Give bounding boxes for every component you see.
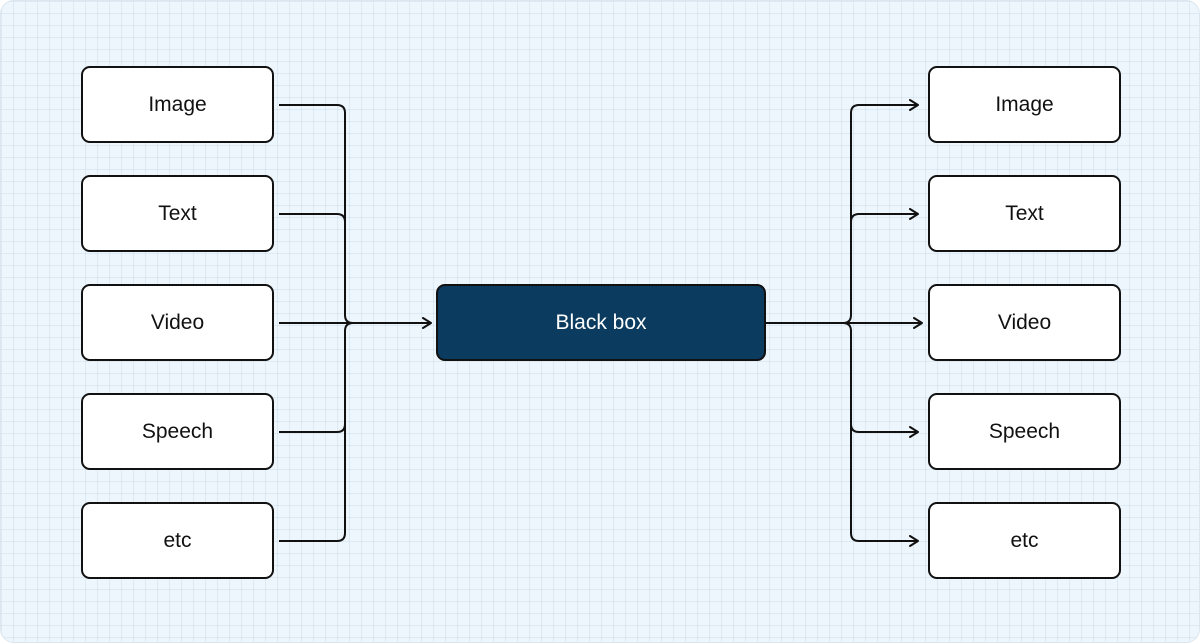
connector-output-etc bbox=[842, 322, 919, 547]
output-node-label: Video bbox=[997, 310, 1052, 334]
input-node-label: Video bbox=[150, 310, 205, 334]
output-node-image: Image bbox=[928, 66, 1121, 143]
connector-input-speech bbox=[279, 423, 346, 433]
output-node-label: etc bbox=[1010, 528, 1039, 552]
output-node-video: Video bbox=[928, 284, 1121, 361]
output-node-text: Text bbox=[928, 175, 1121, 252]
connector-input-text bbox=[279, 213, 346, 223]
input-node-video: Video bbox=[81, 284, 274, 361]
input-node-label: etc bbox=[163, 528, 192, 552]
connector-output-text bbox=[850, 208, 919, 223]
input-node-label: Text bbox=[158, 201, 197, 225]
output-node-label: Speech bbox=[988, 419, 1061, 443]
output-node-speech: Speech bbox=[928, 393, 1121, 470]
input-node-image: Image bbox=[81, 66, 274, 143]
black-box-node: Black box bbox=[436, 284, 766, 361]
input-node-label: Speech bbox=[141, 419, 214, 443]
output-node-etc: etc bbox=[928, 502, 1121, 579]
input-node-speech: Speech bbox=[81, 393, 274, 470]
input-node-label: Image bbox=[148, 92, 207, 116]
output-node-label: Image bbox=[995, 92, 1054, 116]
input-node-etc: etc bbox=[81, 502, 274, 579]
output-node-label: Text bbox=[1005, 201, 1044, 225]
connector-input-etc bbox=[279, 322, 354, 542]
connector-output-speech bbox=[850, 423, 919, 438]
input-node-text: Text bbox=[81, 175, 274, 252]
black-box-label: Black box bbox=[555, 310, 647, 334]
